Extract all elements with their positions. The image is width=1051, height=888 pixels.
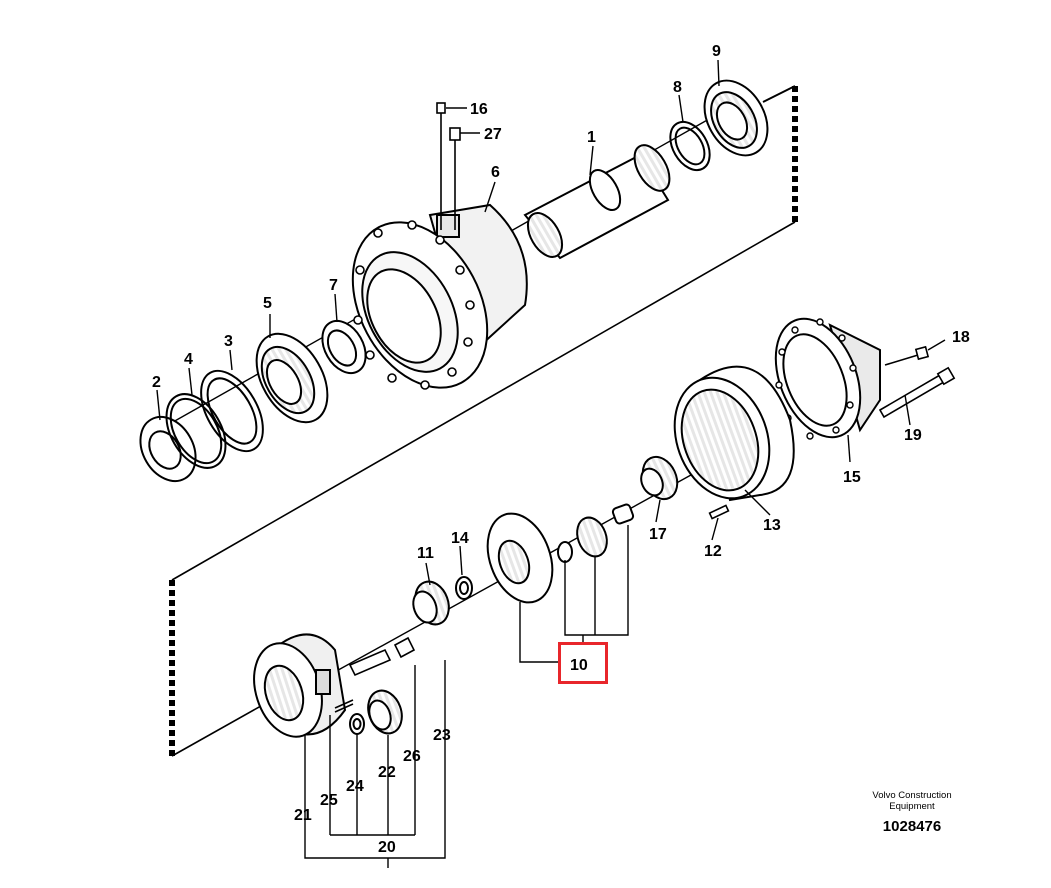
part-10-carrier-group <box>486 503 635 604</box>
label-2: 2 <box>152 374 161 391</box>
part-14-washer <box>455 576 473 600</box>
part-11-gear <box>412 580 450 626</box>
label-22: 22 <box>378 764 396 781</box>
assembly-boundary <box>169 85 798 757</box>
label-16: 16 <box>470 101 488 118</box>
label-12: 12 <box>704 543 722 560</box>
label-23: 23 <box>433 727 451 744</box>
part-16-plug <box>436 102 467 230</box>
label-25: 25 <box>320 792 338 809</box>
part-19-bolt <box>878 366 956 419</box>
label-3: 3 <box>224 333 233 350</box>
label-5: 5 <box>263 295 272 312</box>
label-26: 26 <box>403 748 421 765</box>
part-9-bearing <box>703 79 769 157</box>
part-8-ring <box>669 120 711 172</box>
part-23-pin <box>393 636 416 659</box>
label-9: 9 <box>712 43 721 60</box>
part-7-seal <box>321 319 367 375</box>
part-2-seal <box>139 416 197 482</box>
part-1-shaft <box>523 144 671 260</box>
leader-lines <box>156 59 946 868</box>
company-name-line-1: Volvo Construction <box>872 790 952 801</box>
label-14: 14 <box>451 530 469 547</box>
credit-block: Volvo Construction Equipment 1028476 <box>846 790 978 835</box>
label-24: 24 <box>346 778 364 795</box>
label-7: 7 <box>329 277 338 294</box>
label-17: 17 <box>649 526 667 543</box>
part-6-housing <box>351 203 528 390</box>
label-11: 11 <box>417 545 434 562</box>
part-26-pin <box>348 648 392 677</box>
label-13: 13 <box>763 517 781 534</box>
label-8: 8 <box>673 79 682 96</box>
highlight-box-part-10 <box>558 642 608 684</box>
part-4-snap-ring <box>165 393 227 469</box>
label-21: 21 <box>294 807 312 824</box>
part-24-washer <box>349 713 365 735</box>
part-3-shim <box>200 369 264 453</box>
drawing-number: 1028476 <box>882 818 942 835</box>
label-1: 1 <box>587 129 596 146</box>
part-25-pin <box>334 699 354 713</box>
label-10: 10 <box>570 657 588 674</box>
part-27-plug <box>449 127 480 230</box>
part-13-ring-gear <box>673 365 795 502</box>
label-20: 20 <box>378 839 396 856</box>
part-12-pin <box>708 504 730 520</box>
label-4: 4 <box>184 351 193 368</box>
label-18: 18 <box>952 329 970 346</box>
part-18-bolt <box>884 345 930 366</box>
part-22-gear <box>367 689 403 735</box>
part-21-carrier <box>253 633 347 738</box>
label-6: 6 <box>491 164 500 181</box>
label-19: 19 <box>904 427 922 444</box>
part-labels: 1 2 3 4 5 6 7 8 9 10 11 12 13 14 15 16 1… <box>152 43 970 856</box>
label-15: 15 <box>843 469 861 486</box>
label-27: 27 <box>484 126 502 143</box>
company-name-line-2: Equipment <box>889 801 935 812</box>
part-15-cover <box>774 317 881 440</box>
part-5-bearing <box>255 332 329 424</box>
part-17-gear <box>640 455 679 501</box>
